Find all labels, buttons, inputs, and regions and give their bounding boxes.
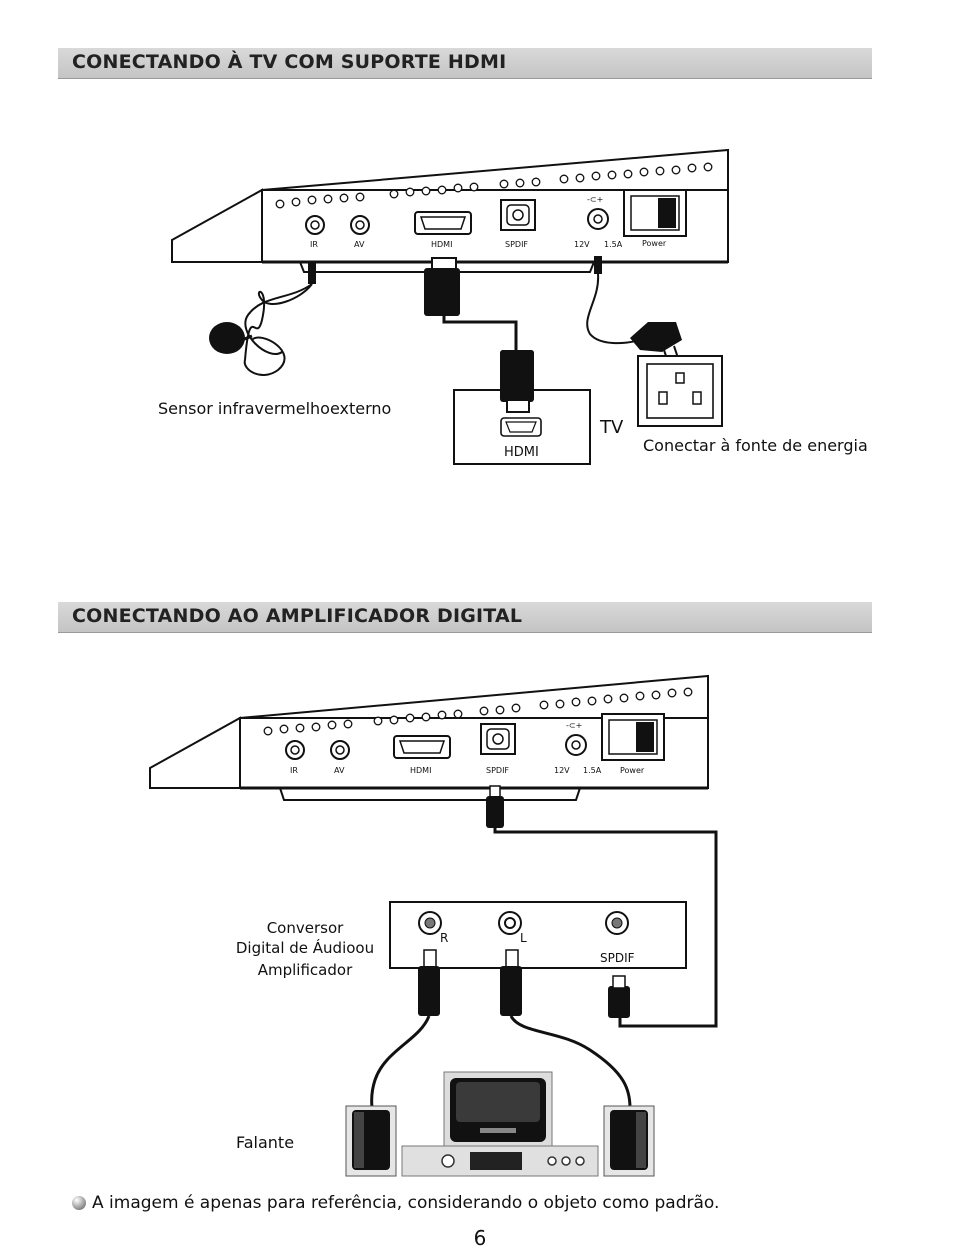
converter-port-r: R — [440, 931, 448, 945]
left-speaker-icon — [345, 1105, 397, 1177]
port-label-av: AV — [334, 766, 345, 775]
media-player-device: -⊂+ IR AV HDMI SPDIF 12V 1.5A Power — [149, 674, 709, 801]
page-number: 6 — [473, 1226, 487, 1250]
port-label-av: AV — [354, 240, 365, 249]
converter-box: R L SPDIF — [389, 901, 687, 969]
converter-label-line: Digital de Áudioou — [236, 938, 374, 957]
converter-label-line: Amplificador — [258, 961, 353, 979]
port-label-dc: 12V — [554, 766, 570, 775]
port-label-hdmi: HDMI — [410, 766, 431, 775]
hdmi-connection-diagram: -⊂+ IR AV HDMI SPDIF 12V 1.5A Power Sens… — [158, 148, 868, 465]
power-adapter-icon — [630, 322, 682, 352]
port-label-spdif: SPDIF — [486, 766, 509, 775]
tv-hdmi-label: HDMI — [504, 445, 539, 460]
tv-label: TV — [599, 417, 624, 438]
speaker-label: Falante — [236, 1133, 294, 1152]
port-label-power: Power — [642, 239, 667, 248]
section-title: CONECTANDO AO AMPLIFICADOR DIGITAL — [72, 605, 523, 627]
ir-sensor-icon — [209, 322, 245, 354]
tv-box: HDMI — [453, 350, 591, 465]
svg-text:-⊂+: -⊂+ — [566, 721, 582, 730]
power-cable — [586, 256, 682, 363]
converter-label-line: Conversor — [267, 919, 344, 937]
port-label-dc-current: 1.5A — [604, 240, 623, 249]
converter-port-spdif: SPDIF — [600, 951, 635, 965]
reference-note: A imagem é apenas para referência, consi… — [92, 1193, 720, 1213]
svg-text:-⊂+: -⊂+ — [587, 195, 603, 204]
amplifier-system-icon — [401, 1071, 599, 1177]
wall-outlet-icon — [637, 355, 723, 427]
port-label-hdmi: HDMI — [431, 240, 452, 249]
power-source-label: Conectar à fonte de energia — [643, 436, 868, 455]
port-label-spdif: SPDIF — [505, 240, 528, 249]
rca-cables — [370, 949, 632, 1109]
section-header-amplifier: CONECTANDO AO AMPLIFICADOR DIGITAL — [58, 602, 872, 633]
port-label-dc: 12V — [574, 240, 590, 249]
bullet-icon — [72, 1196, 86, 1210]
port-label-power: Power — [620, 766, 645, 775]
amplifier-connection-diagram: -⊂+ IR AV HDMI SPDIF 12V 1.5A Power R L … — [149, 674, 718, 1177]
converter-port-l: L — [520, 931, 527, 945]
section-title: CONECTANDO À TV COM SUPORTE HDMI — [72, 51, 507, 73]
port-label-ir: IR — [310, 240, 318, 249]
port-label-dc-current: 1.5A — [583, 766, 602, 775]
section-header-hdmi: CONECTANDO À TV COM SUPORTE HDMI — [58, 48, 872, 79]
ir-sensor-label: Sensor infravermelhoexterno — [158, 399, 391, 418]
right-speaker-icon — [603, 1105, 655, 1177]
port-label-ir: IR — [290, 766, 298, 775]
spdif-cable — [486, 785, 718, 1028]
ir-sensor-cable — [209, 262, 316, 376]
